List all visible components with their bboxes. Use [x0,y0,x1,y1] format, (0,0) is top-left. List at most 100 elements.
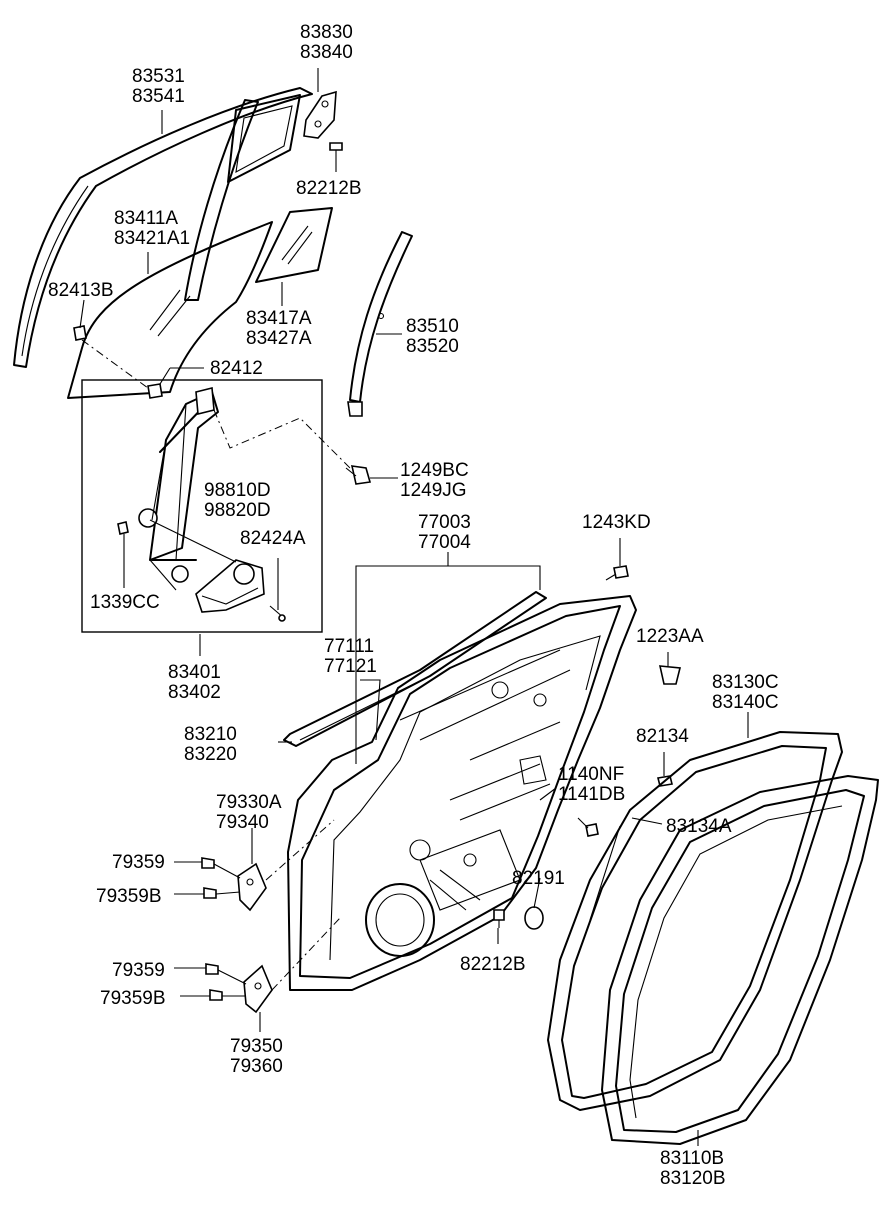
part-number: 83110B [660,1148,724,1169]
part-number: 79359B [100,988,166,1009]
part-number: 77003 [418,512,471,533]
bolt-1249bc-icon [345,465,372,485]
plug-82191-icon [524,906,544,930]
callout-82424a[interactable]: 82424A [240,528,306,549]
callout-82191[interactable]: 82191 [512,868,565,889]
callout-82212b-bottom[interactable]: 82212B [460,954,526,975]
callout-82212b-top[interactable]: 82212B [296,178,362,199]
callout-82413b[interactable]: 82413B [48,280,114,301]
lower-hinge-icon [243,964,273,1014]
part-number: 82413B [48,280,114,301]
part-number: 1141DB [558,784,625,805]
part-number: 79350 [230,1036,283,1057]
part-number: 77121 [324,656,377,677]
frame-bracket-icon [303,90,337,139]
part-number: 83541 [132,86,185,107]
screw-1243kd-icon [605,565,629,581]
part-number: 83130C [712,672,779,693]
part-number: 83421A1 [114,228,190,249]
part-number: 82212B [460,954,526,975]
part-number: 83830 [300,22,353,43]
callout-1243kd[interactable]: 1243KD [582,512,651,533]
upper-hinge-icon [237,862,267,912]
bolt-1140nf-icon [577,817,599,837]
part-number: 83510 [406,316,459,337]
part-number: 83417A [246,308,312,329]
part-number: 1140NF [558,764,624,785]
channel-run-icon [347,231,413,417]
part-number: 98820D [204,500,271,521]
part-number: 82134 [636,726,689,747]
part-number: 1223AA [636,626,704,647]
callout-83134a[interactable]: 83134A [666,816,732,837]
hinge-bolts-icon [201,857,247,1001]
part-number: 83402 [168,682,221,703]
door-frame-molding-icon [13,87,313,368]
part-number: 83220 [184,744,237,765]
body-weatherstrip-icon [601,775,879,1145]
callout-79359-upper[interactable]: 79359 [112,852,165,873]
part-number: 83140C [712,692,779,713]
part-number: 83411A [114,208,178,229]
part-number: 83531 [132,66,185,87]
part-number: 1243KD [582,512,651,533]
part-number: 82212B [296,178,362,199]
callout-82412[interactable]: 82412 [210,358,263,379]
callout-82134[interactable]: 82134 [636,726,689,747]
part-number: 82424A [240,528,306,549]
glass-bracket-icon [147,383,163,399]
part-number: 79340 [216,812,269,833]
part-number: 83401 [168,662,221,683]
part-number: 77004 [418,532,471,553]
callout-79359b-lower[interactable]: 79359B [100,988,166,1009]
screw-82424a-icon [269,605,286,622]
part-number: 83120B [660,1168,726,1189]
part-number: 77111 [324,636,374,657]
part-number: 79360 [230,1056,283,1077]
part-number: 1339CC [90,592,160,613]
callout-79359-lower[interactable]: 79359 [112,960,165,981]
part-number: 83520 [406,336,459,357]
door-outer-molding-icon [283,591,547,747]
clip-top-icon [329,142,343,158]
part-number: 1249JG [400,480,467,501]
bolt-1339cc-icon [117,521,129,535]
clip-bottom-icon [493,909,505,928]
part-number: 82191 [512,868,565,889]
door-weatherstrip-icon [547,731,843,1111]
quarter-glass-icon [255,207,333,283]
part-number: 98810D [204,480,271,501]
part-number: 79359B [96,886,162,907]
part-number: 79359 [112,852,165,873]
part-number: 83210 [184,724,237,745]
callout-79359b-upper[interactable]: 79359B [96,886,162,907]
part-number: 83134A [666,816,732,837]
part-number: 82412 [210,358,263,379]
part-number: 1249BC [400,460,469,481]
bolt-1223aa-icon [658,665,682,685]
door-glass-icon [67,221,273,399]
regulator-motor-icon [195,559,265,613]
part-number: 79359 [112,960,165,981]
part-number: 83840 [300,42,353,63]
part-number: 79330A [216,792,282,813]
callout-1223aa[interactable]: 1223AA [636,626,704,647]
callout-1339cc[interactable]: 1339CC [90,592,160,613]
